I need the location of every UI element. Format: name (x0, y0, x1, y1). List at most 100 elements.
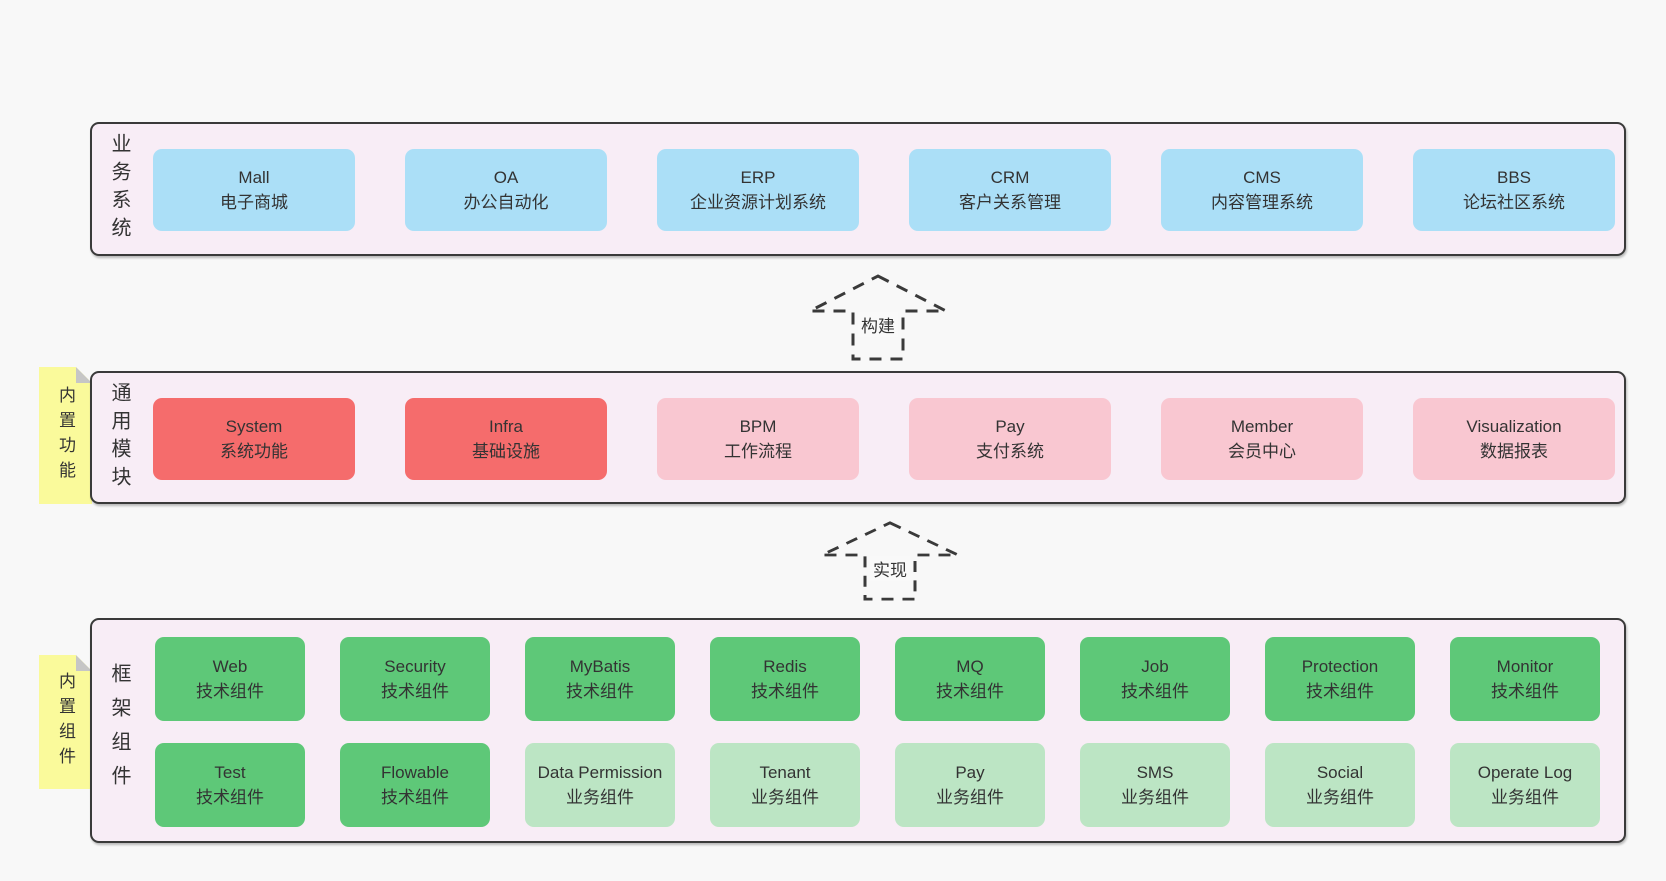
modules-box-row: System 系统功能 Infra 基础设施 BPM 工作流程 Pay 支付系统… (153, 398, 1615, 480)
box-desc: 业务组件 (566, 788, 634, 807)
box-name: CMS (1243, 167, 1281, 187)
sticky-note-built-in-functions: 内置功能 (39, 367, 92, 504)
box-name: System (225, 416, 283, 436)
box-mall: Mall 电子商城 (153, 149, 355, 231)
box-web: Web 技术组件 (155, 637, 305, 721)
box-infra: Infra 基础设施 (405, 398, 607, 480)
box-name: Tenant (759, 762, 811, 782)
box-name: Monitor (1496, 656, 1554, 676)
box-pay-business: Pay 业务组件 (895, 743, 1045, 827)
arrow-build: 构建 (807, 274, 949, 361)
box-name: Infra (488, 416, 524, 436)
box-desc: 工作流程 (724, 442, 792, 461)
dashed-up-arrow-icon (809, 274, 947, 361)
box-desc: 支付系统 (976, 442, 1044, 461)
box-desc: 业务组件 (1306, 788, 1374, 807)
box-desc: 技术组件 (936, 682, 1004, 701)
box-desc: 技术组件 (196, 682, 264, 701)
box-name: Flowable (380, 762, 450, 782)
box-name: OA (493, 167, 519, 187)
box-data-permission: Data Permission 业务组件 (525, 743, 675, 827)
box-name: Redis (763, 656, 807, 676)
box-name: Mall (238, 167, 270, 187)
box-desc: 系统功能 (220, 442, 288, 461)
box-bbs: BBS 论坛社区系统 (1413, 149, 1615, 231)
note-text: 内置功能 (56, 385, 75, 486)
box-name: Web (212, 656, 248, 676)
box-crm: CRM 客户关系管理 (909, 149, 1111, 231)
box-name: Protection (1301, 656, 1379, 676)
box-desc: 技术组件 (751, 682, 819, 701)
box-member: Member 会员中心 (1161, 398, 1363, 480)
box-desc: 业务组件 (1121, 788, 1189, 807)
dashed-up-arrow-icon (821, 521, 959, 601)
layer-title-common-modules: 通用模块 (108, 381, 130, 494)
layer-framework-components: 框架组件 Web 技术组件 Security 技术组件 MyBatis 技术组件… (90, 618, 1626, 843)
box-sms: SMS 业务组件 (1080, 743, 1230, 827)
box-monitor: Monitor 技术组件 (1450, 637, 1600, 721)
box-name: Visualization (1466, 416, 1562, 436)
box-desc: 基础设施 (472, 442, 540, 461)
layer-title-framework-components: 框架组件 (108, 662, 130, 799)
box-desc: 论坛社区系统 (1463, 193, 1565, 212)
box-desc: 业务组件 (936, 788, 1004, 807)
box-visualization: Visualization 数据报表 (1413, 398, 1615, 480)
box-desc: 内容管理系统 (1211, 193, 1313, 212)
box-desc: 电子商城 (220, 193, 288, 212)
box-pay: Pay 支付系统 (909, 398, 1111, 480)
framework-box-row-2: Test 技术组件 Flowable 技术组件 Data Permission … (155, 743, 1600, 827)
box-job: Job 技术组件 (1080, 637, 1230, 721)
box-desc: 业务组件 (751, 788, 819, 807)
box-name: Test (214, 762, 246, 782)
box-desc: 会员中心 (1228, 442, 1296, 461)
box-name: Operate Log (1477, 762, 1573, 782)
box-name: Social (1316, 762, 1364, 782)
box-mq: MQ 技术组件 (895, 637, 1045, 721)
box-name: MQ (956, 656, 984, 676)
box-cms: CMS 内容管理系统 (1161, 149, 1363, 231)
box-redis: Redis 技术组件 (710, 637, 860, 721)
box-desc: 技术组件 (1121, 682, 1189, 701)
box-name: Security (384, 656, 446, 676)
box-desc: 业务组件 (1491, 788, 1559, 807)
box-desc: 技术组件 (566, 682, 634, 701)
layer-common-modules: 通用模块 System 系统功能 Infra 基础设施 BPM 工作流程 Pay… (90, 371, 1626, 504)
box-name: Member (1230, 416, 1294, 436)
box-operate-log: Operate Log 业务组件 (1450, 743, 1600, 827)
arrow-implement: 实现 (819, 521, 961, 601)
box-desc: 客户关系管理 (959, 193, 1061, 212)
box-oa: OA 办公自动化 (405, 149, 607, 231)
box-tenant: Tenant 业务组件 (710, 743, 860, 827)
box-desc: 办公自动化 (463, 193, 549, 212)
box-name: ERP (740, 167, 776, 187)
box-desc: 企业资源计划系统 (690, 193, 826, 212)
box-system: System 系统功能 (153, 398, 355, 480)
box-desc: 技术组件 (381, 682, 449, 701)
box-name: SMS (1136, 762, 1174, 782)
box-desc: 技术组件 (1491, 682, 1559, 701)
arrow-build-label: 构建 (858, 312, 898, 338)
box-flowable: Flowable 技术组件 (340, 743, 490, 827)
box-name: CRM (990, 167, 1030, 187)
box-mybatis: MyBatis 技术组件 (525, 637, 675, 721)
sticky-note-built-in-components: 内置组件 (39, 655, 92, 789)
arrow-implement-label: 实现 (870, 556, 910, 582)
box-erp: ERP 企业资源计划系统 (657, 149, 859, 231)
box-bpm: BPM 工作流程 (657, 398, 859, 480)
business-box-row: Mall 电子商城 OA 办公自动化 ERP 企业资源计划系统 CRM 客户关系… (153, 149, 1615, 231)
box-desc: 数据报表 (1480, 442, 1548, 461)
box-test: Test 技术组件 (155, 743, 305, 827)
box-desc: 技术组件 (196, 788, 264, 807)
box-name: MyBatis (569, 656, 631, 676)
box-security: Security 技术组件 (340, 637, 490, 721)
box-name: Data Permission (537, 762, 663, 782)
box-name: BBS (1496, 167, 1532, 187)
box-name: BPM (739, 416, 777, 436)
box-name: Job (1141, 656, 1169, 676)
box-name: Pay (955, 762, 985, 782)
box-protection: Protection 技术组件 (1265, 637, 1415, 721)
framework-box-row-1: Web 技术组件 Security 技术组件 MyBatis 技术组件 Redi… (155, 637, 1600, 721)
layer-title-business-systems: 业务系统 (108, 133, 130, 245)
box-name: Pay (995, 416, 1025, 436)
